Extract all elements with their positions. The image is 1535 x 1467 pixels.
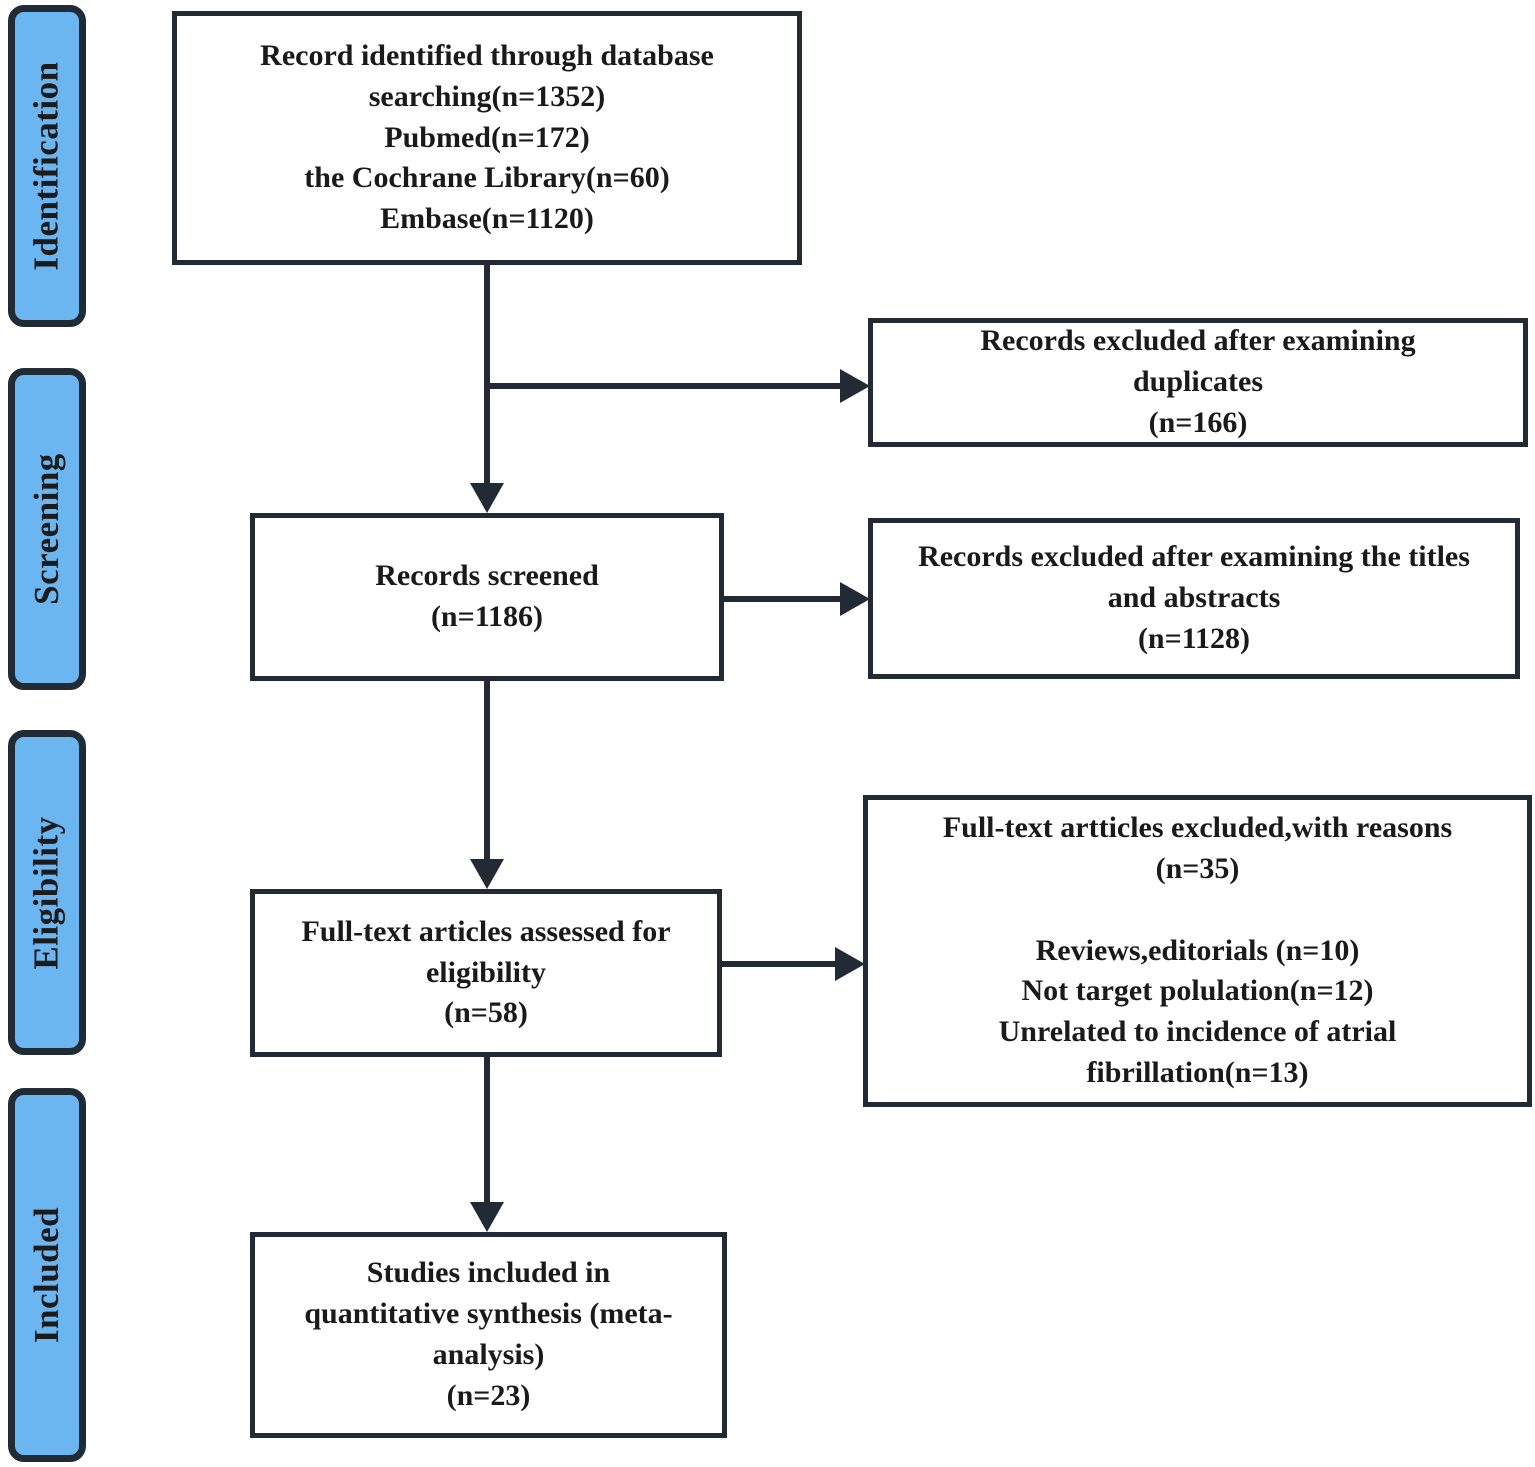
box-records-identified: Record identified through database searc…	[172, 11, 802, 265]
box-full-text-assessed: Full-text articles assessed for eligibil…	[250, 889, 722, 1057]
box-excluded-duplicates-text: Records excluded after examining duplica…	[980, 324, 1416, 439]
arrowhead-identified-to-screened	[470, 483, 504, 513]
arrowhead-to-excluded-titles-abstracts	[840, 582, 870, 616]
box-excluded-titles-abstracts-text: Records excluded after examining the tit…	[918, 540, 1470, 655]
arrowhead-full-text-to-included	[470, 1202, 504, 1232]
stage-chip-screening: Screening	[8, 368, 86, 690]
arrowhead-to-full-text-excluded	[835, 947, 865, 981]
connector-identified-to-screened	[484, 265, 490, 487]
arrowhead-screened-to-full-text	[470, 859, 504, 889]
stage-label-eligibility: Eligibility	[27, 815, 66, 970]
connector-screened-to-full-text	[484, 681, 490, 859]
box-full-text-excluded: Full-text artticles excluded,with reason…	[863, 795, 1532, 1107]
box-full-text-assessed-text: Full-text articles assessed for eligibil…	[301, 914, 671, 1030]
connector-to-excluded-titles-abstracts	[724, 596, 840, 602]
box-included-studies-text: Studies included in quantitative synthes…	[304, 1256, 673, 1412]
box-records-identified-text: Record identified through database searc…	[260, 39, 714, 236]
stage-chip-included: Included	[8, 1088, 86, 1462]
box-records-screened: Records screened (n=1186)	[250, 513, 724, 681]
box-excluded-duplicates: Records excluded after examining duplica…	[868, 318, 1528, 447]
box-included-studies: Studies included in quantitative synthes…	[250, 1232, 727, 1438]
stage-label-included: Included	[27, 1206, 66, 1344]
arrowhead-to-excluded-duplicates	[840, 369, 870, 403]
stage-chip-eligibility: Eligibility	[8, 730, 86, 1055]
box-full-text-excluded-text: Full-text artticles excluded,with reason…	[942, 811, 1453, 1089]
stage-chip-identification: Identification	[8, 5, 86, 327]
box-records-screened-text: Records screened (n=1186)	[375, 559, 599, 633]
connector-to-full-text-excluded	[722, 961, 835, 967]
connector-to-excluded-duplicates	[484, 383, 840, 389]
box-excluded-titles-abstracts: Records excluded after examining the tit…	[868, 518, 1520, 679]
connector-full-text-to-included	[484, 1057, 490, 1202]
stage-label-identification: Identification	[27, 61, 67, 271]
stage-label-screening: Screening	[27, 453, 67, 605]
